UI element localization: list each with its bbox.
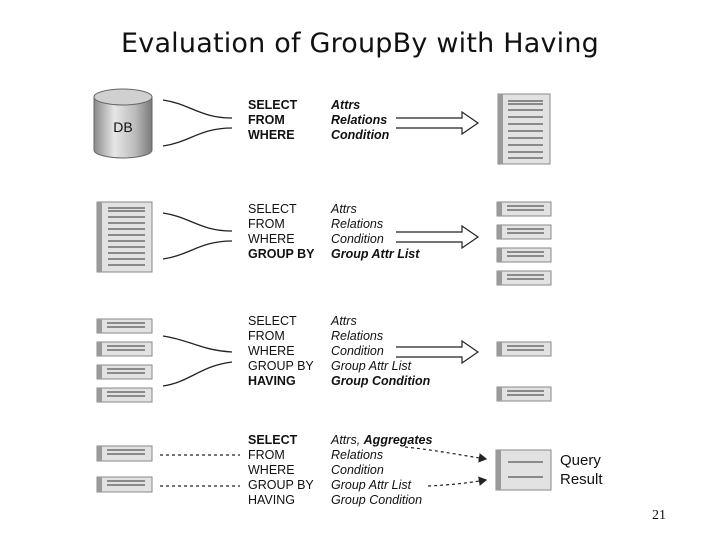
keyword-select: SELECT <box>248 433 298 447</box>
row2-input-table <box>96 201 153 273</box>
row1-arrow <box>396 110 480 136</box>
row1-input-curves <box>162 99 233 147</box>
group-block <box>496 224 552 240</box>
keyword-having: HAVING <box>248 493 295 507</box>
keyword-where: WHERE <box>248 463 295 477</box>
argument-attrs: Attrs <box>330 314 357 328</box>
group-block <box>96 318 153 334</box>
keyword-where: WHERE <box>248 128 295 142</box>
group-block <box>496 386 552 402</box>
query-result-label-line1: Query <box>560 452 601 469</box>
row2-input-curves <box>162 212 233 260</box>
group-block <box>496 201 552 217</box>
query-result-table <box>495 449 552 491</box>
page-number: 21 <box>652 508 666 523</box>
argument-relations: Relations <box>331 448 383 462</box>
row2-output-groups <box>496 201 552 286</box>
row1-output-table <box>497 93 551 165</box>
row4-dashed-arrows <box>404 446 488 487</box>
argument-group-condition: Group Condition <box>331 374 431 388</box>
argument-condition: Condition <box>331 344 384 358</box>
keyword-group-by: GROUP BY <box>248 247 315 261</box>
keyword-select: SELECT <box>248 98 298 112</box>
keyword-from: FROM <box>248 448 285 462</box>
keyword-group-by: GROUP BY <box>248 478 314 492</box>
query-result-label-line2: Result <box>560 471 603 488</box>
argument-relations: Relations <box>331 329 383 343</box>
group-block <box>496 341 552 357</box>
group-block <box>96 476 153 493</box>
keyword-select: SELECT <box>248 314 297 328</box>
row3-output-groups <box>496 341 552 402</box>
keyword-from: FROM <box>248 113 285 127</box>
row4-args: Attrs, AggregatesRelationsConditionGroup… <box>330 433 432 507</box>
group-block <box>96 341 153 357</box>
keyword-select: SELECT <box>248 202 297 216</box>
row2-arrow <box>396 224 480 250</box>
argument-attrs: Attrs <box>330 98 360 112</box>
keyword-from: FROM <box>248 217 285 231</box>
row3-input-curves <box>162 335 233 387</box>
group-block <box>96 445 153 462</box>
argument-condition: Condition <box>331 128 390 142</box>
argument-attrs-aggregates: Attrs, Aggregates <box>330 433 432 447</box>
argument-group-attr-list: Group Attr List <box>331 359 412 373</box>
slide-title: Evaluation of GroupBy with Having <box>121 28 599 59</box>
argument-group-condition: Group Condition <box>331 493 422 507</box>
keyword-having: HAVING <box>248 374 296 388</box>
argument-group-attr-list: Group Attr List <box>331 478 412 492</box>
database-cylinder: DB <box>93 88 153 159</box>
group-block <box>496 247 552 263</box>
argument-relations: Relations <box>331 113 387 127</box>
argument-attrs: Attrs <box>330 202 357 216</box>
group-block <box>496 270 552 286</box>
row3-arrow <box>396 339 480 365</box>
argument-condition: Condition <box>331 463 384 477</box>
db-label: DB <box>113 119 132 135</box>
keyword-from: FROM <box>248 329 285 343</box>
row4-dashed-connectors <box>160 454 240 487</box>
keyword-group-by: GROUP BY <box>248 359 314 373</box>
keyword-where: WHERE <box>248 344 295 358</box>
group-block <box>96 364 153 380</box>
keyword-where: WHERE <box>248 232 295 246</box>
row4-input-groups <box>96 445 153 493</box>
argument-group-attr-list: Group Attr List <box>331 247 420 261</box>
group-block <box>96 387 153 403</box>
argument-relations: Relations <box>331 217 383 231</box>
argument-condition: Condition <box>331 232 384 246</box>
row3-input-groups <box>96 318 153 403</box>
